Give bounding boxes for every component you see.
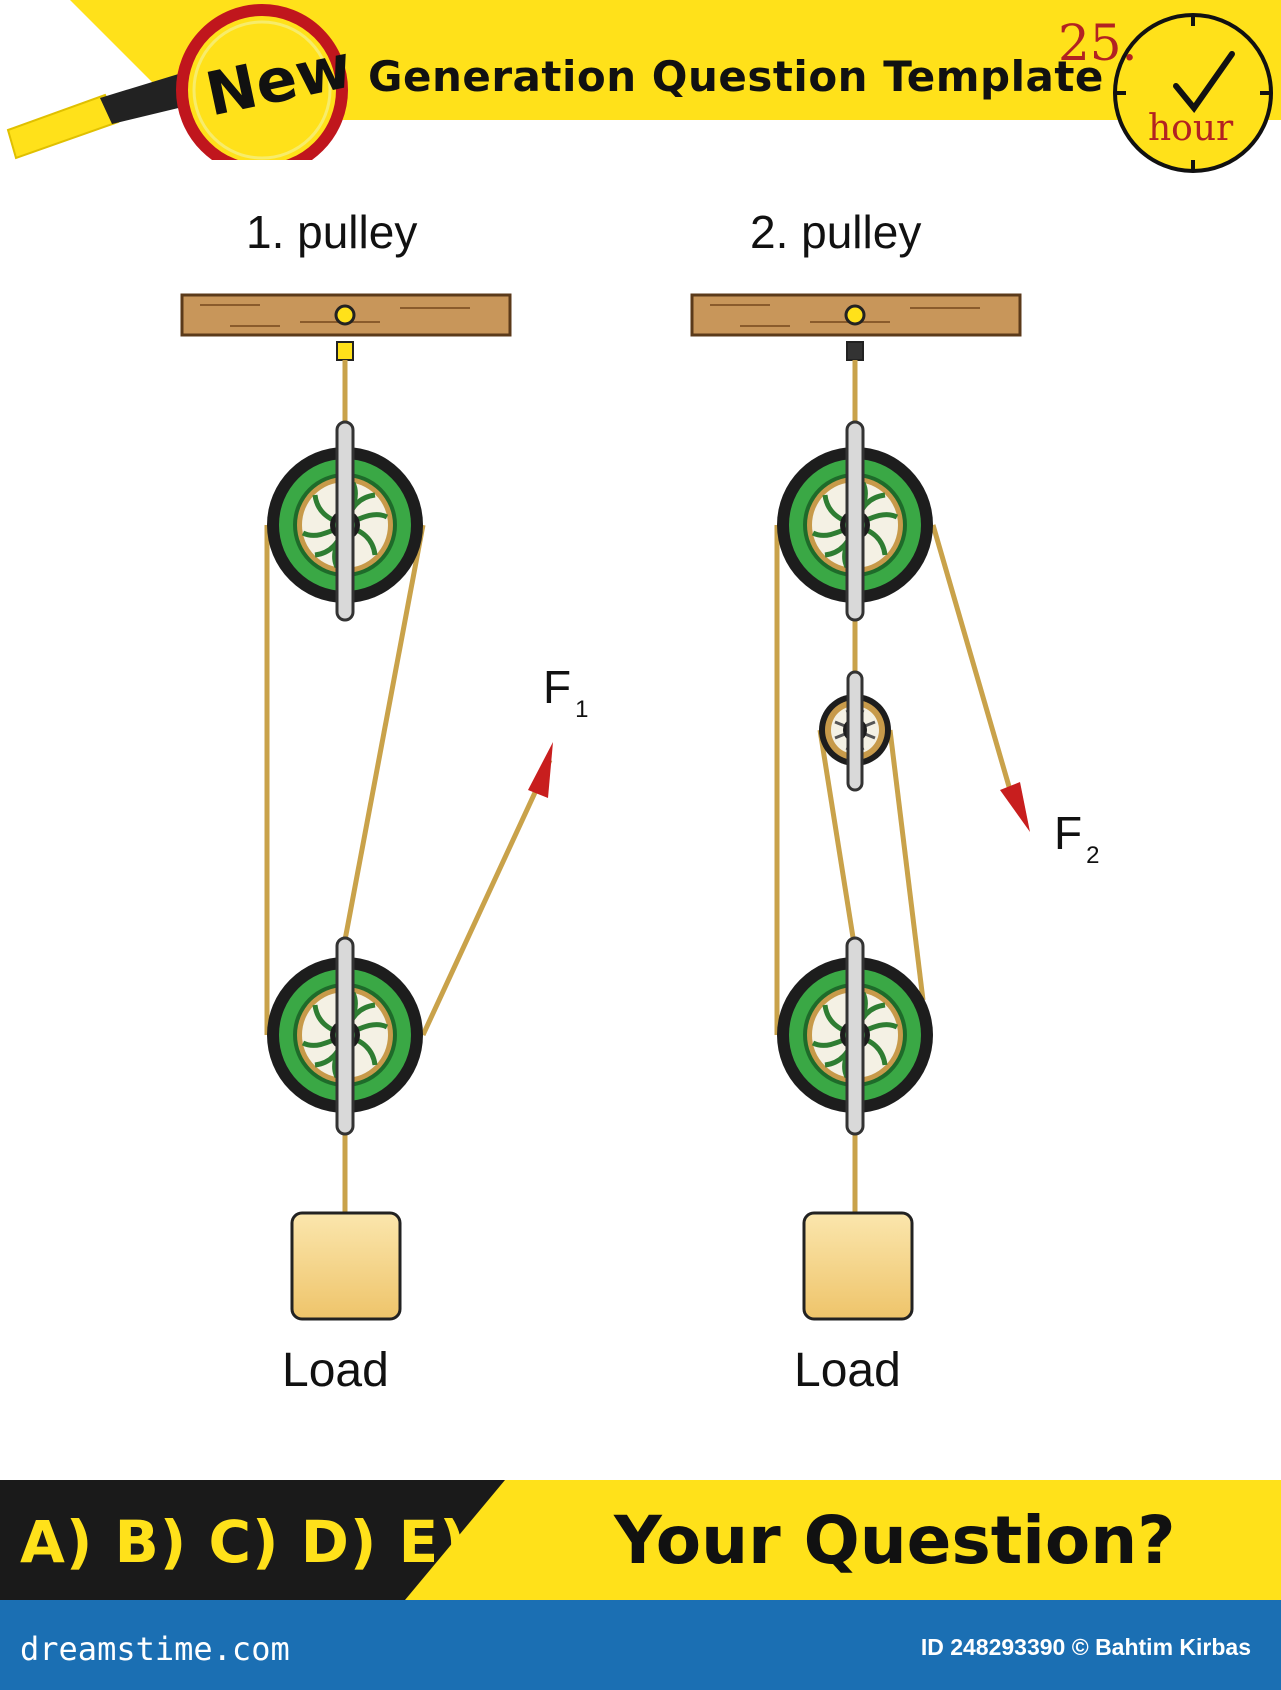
pulley-diagram [180, 293, 1030, 1321]
clock-icon [1113, 13, 1273, 173]
footer-site: dreamstime.com [20, 1630, 290, 1668]
load-label-2: Load [794, 1344, 901, 1397]
answer-options: A) B) C) D) E) [20, 1508, 467, 1576]
force-label-1-letter: F [543, 661, 572, 713]
question-text: Your Question? [614, 1502, 1176, 1579]
force-label-1-subscript: 1 [575, 696, 589, 723]
force-arrow-2 [1000, 782, 1030, 832]
pulley-system-2 [690, 293, 1030, 1321]
load-label-1: Load [282, 1344, 389, 1397]
clock-unit: hour [1148, 108, 1234, 149]
header-band [6, 0, 1281, 160]
clock-number: 25. [1058, 14, 1138, 72]
load-block-2 [802, 1211, 914, 1321]
pulley-system-1 [180, 293, 553, 1321]
magnifier-icon [6, 4, 348, 160]
force-label-2-subscript: 2 [1086, 842, 1100, 869]
bottom-banner [0, 1480, 1281, 1600]
force-arrow-1 [528, 742, 553, 798]
footer-credit: ID 248293390 © Bahtim Kirbas [920, 1634, 1251, 1660]
force-label-2-letter: F [1054, 807, 1083, 859]
load-block-1 [290, 1211, 402, 1321]
header-title: Generation Question Template [368, 52, 1104, 101]
pulley-2-heading: 2. pulley [750, 206, 922, 258]
checkmark-icon [1173, 51, 1235, 113]
pulley-1-heading: 1. pulley [246, 206, 418, 258]
footer-bar [0, 1600, 1281, 1690]
